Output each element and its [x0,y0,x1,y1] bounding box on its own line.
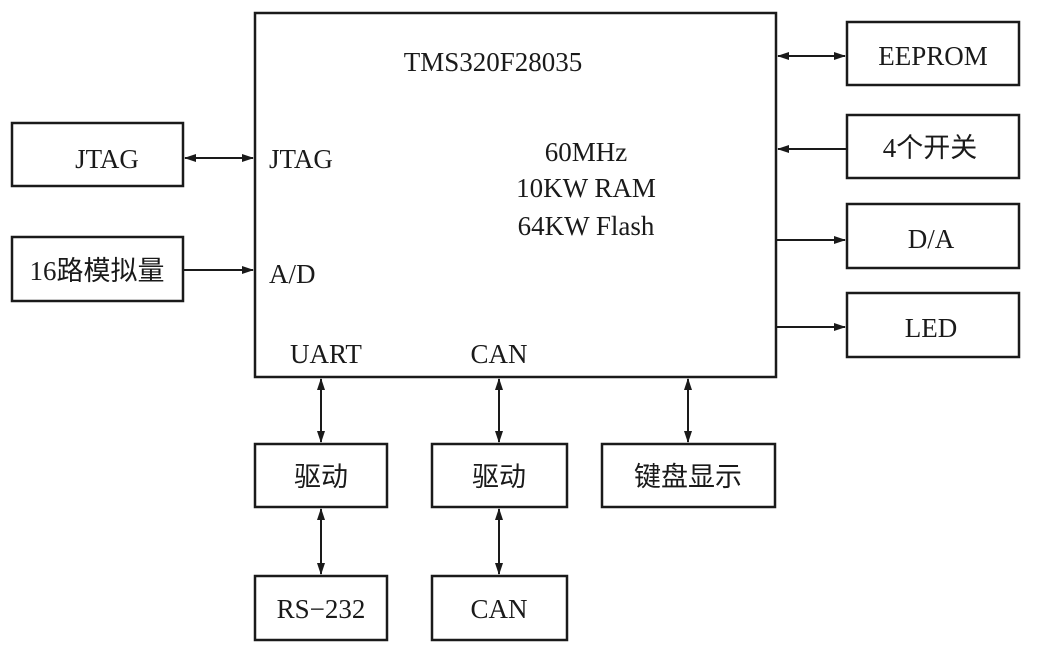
uart-driver-label: 驱动 [294,462,348,492]
analog-input-label: 16路模拟量 [30,256,165,286]
da-block: D/A [845,202,1021,270]
mcu-port-can: CAN [470,339,527,369]
switches-block: 4个开关 [845,113,1021,180]
mcu-spec-clock: 60MHz [545,137,628,167]
rs232-box [253,574,389,642]
jtag-box [10,121,185,188]
eeprom-block: EEPROM [845,20,1021,87]
can-bus-label: CAN [470,594,527,624]
mcu-port-ad: A/D [269,259,316,289]
rs232-label: RS−232 [277,594,366,624]
mcu-block: TMS320F28035 60MHz 10KW RAM 64KW Flash J… [253,11,778,379]
keyboard-display-block: 键盘显示 [600,442,777,509]
eeprom-label: EEPROM [878,41,988,71]
can-driver-box [430,442,569,509]
led-label: LED [905,313,957,343]
can-bus-block: CAN [430,574,569,642]
eeprom-box [845,20,1021,87]
can-bus-box [430,574,569,642]
jtag-label: JTAG [75,144,139,174]
led-box [845,291,1021,359]
mcu-box [253,11,778,379]
rs232-block: RS−232 [253,574,389,642]
led-block: LED [845,291,1021,359]
switches-box [845,113,1021,180]
keyboard-display-box [600,442,777,509]
jtag-block: JTAG [10,121,185,188]
mcu-port-uart: UART [290,339,362,369]
can-driver-label: 驱动 [472,462,526,492]
uart-driver-box [253,442,389,509]
uart-driver-block: 驱动 [253,442,389,509]
keyboard-display-label: 键盘显示 [634,462,742,492]
da-box [845,202,1021,270]
da-label: D/A [908,224,955,254]
analog-input-box [10,235,185,303]
can-driver-block: 驱动 [430,442,569,509]
mcu-spec-ram: 10KW RAM [516,173,656,203]
mcu-spec-flash: 64KW Flash [518,211,655,241]
mcu-title: TMS320F28035 [404,47,583,77]
switches-label: 4个开关 [883,133,978,163]
analog-input-block: 16路模拟量 [10,235,185,303]
mcu-port-jtag: JTAG [269,144,333,174]
